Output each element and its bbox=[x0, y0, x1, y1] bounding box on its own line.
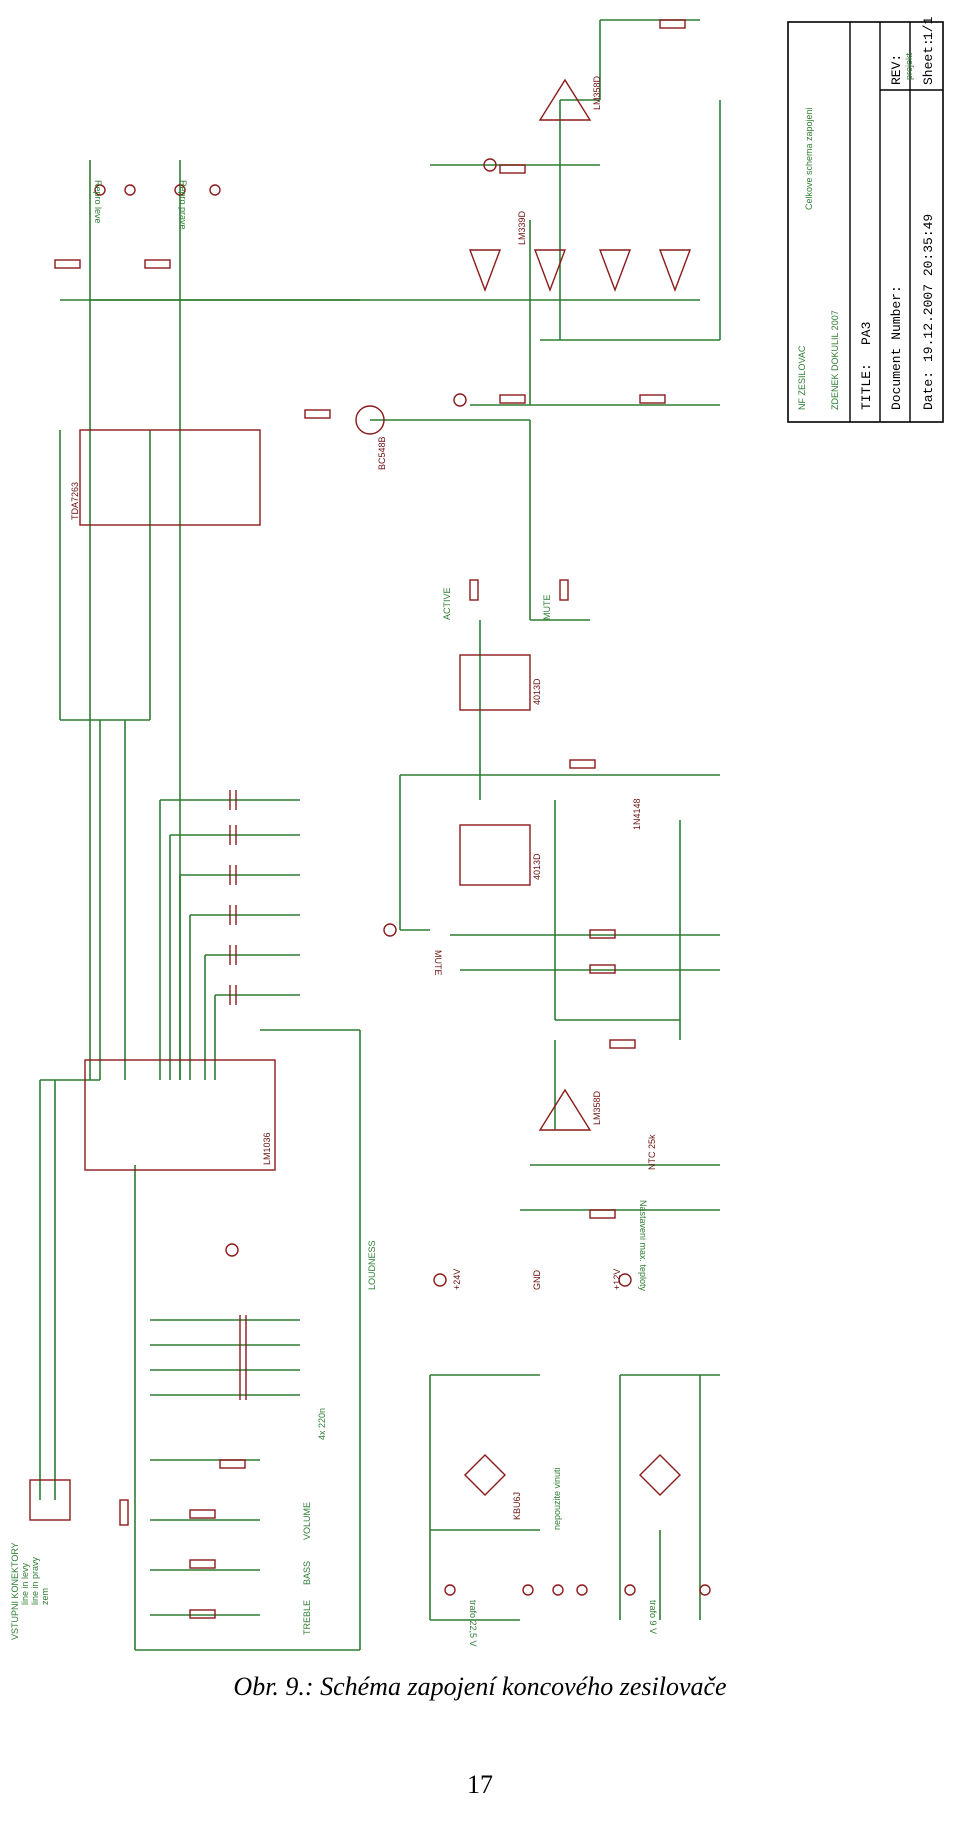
sheet-description: Celkove schema zapojeni bbox=[804, 107, 814, 210]
plus24-label: +24V bbox=[452, 1269, 462, 1290]
schematic-labels: VSTUPNI KONEKTORY line in levy line in p… bbox=[10, 180, 658, 1647]
rev-value: projekt bbox=[904, 52, 914, 80]
document-number-label: Document Number: bbox=[889, 285, 904, 410]
tda7263-label: TDA7263 bbox=[70, 482, 80, 520]
plus12-label: +12V bbox=[612, 1269, 622, 1290]
lm358-b-label: LM358D bbox=[592, 1090, 602, 1125]
input-connector bbox=[29, 1479, 71, 1521]
bridge-b2 bbox=[639, 1454, 681, 1496]
cd4013-a-chip bbox=[459, 824, 531, 886]
bass-label: BASS bbox=[302, 1561, 312, 1585]
input-connectors-label: VSTUPNI KONEKTORY bbox=[10, 1542, 20, 1640]
lm358-opamp-a bbox=[538, 78, 592, 121]
repro-left-label: Repro leve bbox=[93, 180, 103, 224]
sheet-label: Sheet: bbox=[921, 38, 936, 85]
figure-caption: Obr. 9.: Schéma zapojení koncového zesil… bbox=[233, 1672, 727, 1701]
components: TDA7263 LM1036 4013D 4013D LM339D LM358D… bbox=[29, 19, 711, 1619]
author-name: ZDENEK DOKULIL 2007 bbox=[830, 310, 840, 410]
bc548-label: BC548B bbox=[377, 436, 387, 470]
kbu6j-bridge bbox=[464, 1454, 506, 1496]
gnd-label: GND bbox=[532, 1270, 542, 1291]
cd4013-b-chip bbox=[459, 654, 531, 711]
lm1036-label: LM1036 bbox=[262, 1132, 272, 1165]
cd4013-b-label: 4013D bbox=[532, 678, 542, 705]
treble-label: TREBLE bbox=[302, 1600, 312, 1635]
lm339-comparator-c bbox=[598, 249, 632, 292]
trafo-2-label: trafo 9 V bbox=[648, 1600, 658, 1634]
lm339-comparator-b bbox=[533, 249, 567, 292]
date-label: Date: bbox=[921, 371, 936, 410]
date-value: 19.12.2007 20:35:49 bbox=[921, 214, 936, 362]
repro-right-label: Repro prave bbox=[178, 180, 188, 230]
ground-word-label: zem bbox=[40, 1588, 50, 1605]
circuit-schematic: NF ZESILOVAC ZDENEK DOKULIL 2007 Celkove… bbox=[10, 16, 944, 1651]
tda7263-chip bbox=[79, 429, 261, 526]
ntc-label: NTC 25k bbox=[647, 1134, 657, 1170]
unused-winding-label: nepouzite vinuti bbox=[552, 1467, 562, 1530]
max-temp-setting-label: Nastaveni max. teploty bbox=[638, 1200, 648, 1292]
lm358-opamp-b bbox=[538, 1088, 592, 1131]
kbu6j-label: KBU6J bbox=[512, 1492, 522, 1520]
line-in-left-label: line in levy bbox=[20, 1562, 30, 1605]
bc548-transistor bbox=[355, 405, 385, 435]
wiring bbox=[39, 19, 721, 1651]
line-in-right-label: line in pravy bbox=[30, 1556, 40, 1605]
speaker-right-terminal bbox=[174, 184, 186, 196]
mute-led-label: MUTE bbox=[542, 595, 552, 621]
page-number: 17 bbox=[467, 1770, 493, 1799]
trafo-1-label: trafo 22,5 V bbox=[468, 1600, 478, 1647]
diode-1n4148-label: 1N4148 bbox=[632, 798, 642, 830]
volume-label: VOLUME bbox=[302, 1502, 312, 1540]
lm339-comparator-a bbox=[468, 249, 502, 292]
title-block: NF ZESILOVAC ZDENEK DOKULIL 2007 Celkove… bbox=[787, 16, 944, 423]
mute-switch-label: MUTE bbox=[433, 950, 443, 976]
lm358-a-label: LM358D bbox=[592, 75, 602, 110]
title-label: TITLE: bbox=[859, 363, 874, 410]
speaker-left-terminal bbox=[94, 184, 106, 196]
title-value: PA3 bbox=[859, 322, 874, 345]
lm339-comparator-d bbox=[658, 249, 692, 292]
lm1036-chip bbox=[84, 1059, 276, 1171]
loudness-label: LOUDNESS bbox=[367, 1240, 377, 1290]
rev-label: REV: bbox=[889, 54, 904, 85]
active-led-label: ACTIVE bbox=[442, 587, 452, 620]
capacitor-group-label: 4x 220n bbox=[317, 1408, 327, 1440]
design-name: NF ZESILOVAC bbox=[797, 345, 807, 410]
lm339-label: LM339D bbox=[517, 210, 527, 245]
sheet-value: 1/1 bbox=[921, 16, 936, 40]
cd4013-a-label: 4013D bbox=[532, 853, 542, 880]
